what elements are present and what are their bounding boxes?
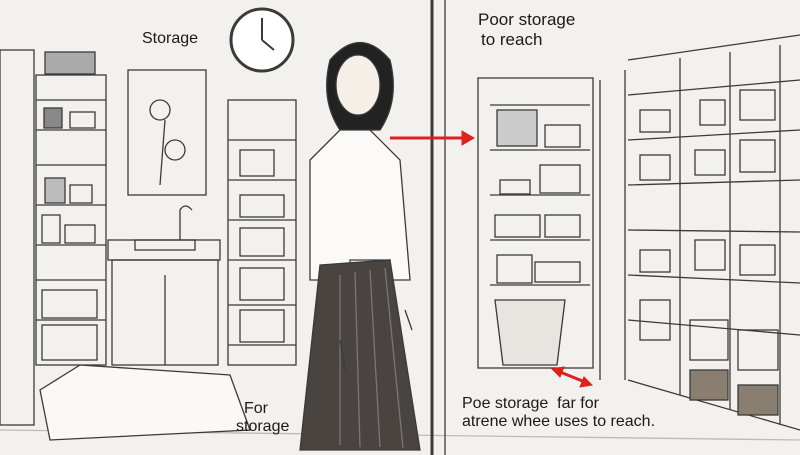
poor-storage-label: Poor storage to reach — [478, 10, 575, 49]
right-shelf — [477, 70, 626, 380]
left-shelf — [35, 51, 107, 366]
woman — [299, 41, 421, 451]
poor-storage-line1: Poor storage — [478, 10, 576, 29]
bottom-caption-line2: atrene whee uses to reach. — [462, 413, 656, 431]
for-storage-line2: storage — [236, 418, 290, 436]
middle-shelf — [227, 99, 297, 366]
for-storage-label: For storage — [236, 400, 289, 437]
sink-cabinet — [107, 205, 221, 366]
bottom-caption: Poe storage far for atrene whee uses to … — [462, 395, 655, 432]
far-right-shelves — [627, 34, 800, 431]
red-arrow-icon — [390, 130, 475, 146]
flower-picture — [127, 69, 207, 196]
red-double-arrow-icon — [550, 366, 594, 388]
left-door — [0, 49, 35, 426]
poor-storage-line2: to reach — [481, 29, 543, 49]
storage-label: Storage — [142, 30, 199, 47]
for-storage-line1: For — [244, 400, 268, 417]
floor-plan — [39, 364, 251, 441]
bottom-caption-line1: Poe storage far for — [462, 395, 599, 412]
laundry-basket — [494, 299, 566, 366]
